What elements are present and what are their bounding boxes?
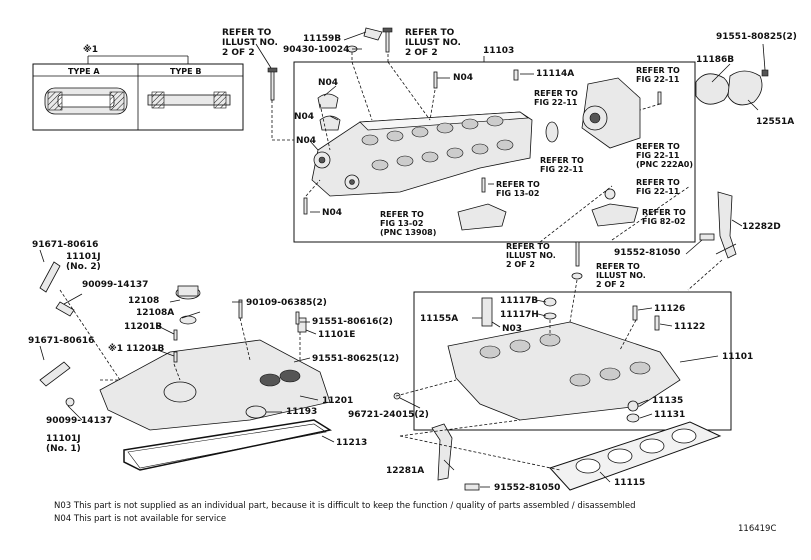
note-n03[interactable]: N03 (502, 324, 523, 334)
refer-fig-22-11-e[interactable]: REFER TO FIG 22-11 (636, 178, 680, 196)
part-11117b[interactable]: 11117B (500, 296, 539, 306)
part-91551-80625[interactable]: 91551-80625(12) (312, 354, 400, 364)
refer-fig-13-02-pnc[interactable]: REFER TO FIG 13-02 (PNC 13908) (380, 210, 437, 237)
part-91551-80825[interactable]: 91551-80825(2) (716, 32, 797, 42)
part-12108[interactable]: 12108 (128, 296, 160, 306)
part-11201[interactable]: 11201 (322, 396, 354, 406)
footnote-n04: N04 This part is not available for servi… (54, 514, 227, 524)
bracket-82-02 (591, 203, 639, 227)
part-11126[interactable]: 11126 (654, 304, 686, 314)
ocv-11101j-no2 (39, 261, 61, 293)
ocv-11101j-no1 (39, 361, 71, 387)
camshaft-bracket (457, 203, 507, 231)
refer-fig-13-02[interactable]: REFER TO FIG 13-02 (496, 180, 540, 198)
type-b-seal (147, 94, 231, 106)
part-11135[interactable]: 11135 (652, 396, 684, 406)
legend-type-b: TYPE B (170, 67, 202, 76)
illustration-number: 116419C (738, 524, 777, 534)
part-11101j-no1[interactable]: 11101J (No. 1) (46, 434, 81, 454)
guide-11155a (481, 297, 493, 327)
part-11101e[interactable]: 11101E (318, 330, 356, 340)
hanger-12281a (431, 423, 453, 481)
part-12282d[interactable]: 12282D (742, 222, 781, 232)
part-11131[interactable]: 11131 (654, 410, 686, 420)
camshaft-housing-sub-assy (311, 111, 533, 197)
refer-illust-label-a[interactable]: REFER TO ILLUST NO. 2 OF 2 (222, 28, 278, 58)
cylinder-head-cover (99, 339, 331, 431)
part-11114a[interactable]: 11114A (536, 69, 575, 79)
note-n04-d[interactable]: N04 (296, 136, 317, 146)
note-n04-c[interactable]: N04 (294, 112, 315, 122)
camshaft-housing-box (293, 61, 696, 243)
legend-marker: ※1 (83, 45, 99, 55)
part-91671-80616-a[interactable]: 91671-80616 (32, 240, 99, 250)
cylinder-head-box (413, 291, 732, 431)
part-91552-81050-a[interactable]: 91552-81050 (614, 248, 681, 258)
part-91551-80616[interactable]: 91551-80616(2) (312, 317, 393, 327)
part-12551a[interactable]: 12551A (756, 117, 795, 127)
vvt-actuator (581, 77, 641, 149)
part-12281a[interactable]: 12281A (386, 466, 425, 476)
footnote-n03: N03 This part is not supplied as an indi… (54, 501, 636, 511)
plug-11131 (626, 413, 640, 423)
cylinder-head-sub-assy (447, 321, 681, 421)
refer-fig-22-11-a[interactable]: REFER TO FIG 22-11 (636, 66, 680, 84)
part-90099-14137-b[interactable]: 90099-14137 (46, 416, 113, 426)
plug-11135 (627, 400, 639, 412)
seal-11193 (245, 405, 267, 419)
refer-fig-22-11-c[interactable]: REFER TO FIG 22-11 (540, 156, 584, 174)
part-11186b[interactable]: 11186B (696, 55, 735, 65)
part-90109-06385[interactable]: 90109-06385(2) (246, 298, 327, 308)
part-11159b[interactable]: 11159B (303, 34, 342, 44)
refer-illust-label-d[interactable]: REFER TO ILLUST NO. 2 OF 2 (596, 262, 646, 289)
refer-fig-22-11-b[interactable]: REFER TO FIG 22-11 (534, 89, 578, 107)
note-n04-b[interactable]: N04 (453, 73, 474, 83)
cover-12551a (727, 70, 763, 106)
legend-type-a: TYPE A (68, 67, 100, 76)
hanger-12282d (717, 191, 737, 259)
part-11193[interactable]: 11193 (286, 407, 318, 417)
part-11201b-a[interactable]: 11201B (124, 322, 163, 332)
gasket-12108a (179, 315, 197, 325)
part-11103[interactable]: 11103 (483, 46, 515, 56)
refer-illust-label-c[interactable]: REFER TO ILLUST NO. 2 OF 2 (506, 242, 556, 269)
part-11201b-b[interactable]: ※1 11201B (108, 344, 165, 354)
sensor-11101e (297, 317, 307, 333)
part-96721-24015[interactable]: 96721-24015(2) (348, 410, 429, 420)
refer-fig-22-11-pnc[interactable]: REFER TO FIG 22-11 (PNC 222A0) (636, 142, 693, 169)
part-11213[interactable]: 11213 (336, 438, 368, 448)
half-ring-n04 (317, 93, 339, 109)
part-11101[interactable]: 11101 (722, 352, 754, 362)
part-11115[interactable]: 11115 (614, 478, 646, 488)
part-11117h[interactable]: 11117H (500, 310, 539, 320)
refer-fig-82-02[interactable]: REFER TO FIG 82-02 (642, 208, 686, 226)
gasket-11186b (695, 73, 730, 105)
part-91671-80616-b[interactable]: 91671-80616 (28, 336, 95, 346)
note-n04-a[interactable]: N04 (318, 78, 339, 88)
note-n04-e[interactable]: N04 (322, 208, 343, 218)
o-ring (545, 121, 559, 143)
plate-11159b (363, 27, 383, 41)
part-90430-10024[interactable]: 90430-10024 (283, 45, 350, 55)
half-ring-n04-b (319, 115, 341, 131)
part-90099-14137-a[interactable]: 90099-14137 (82, 280, 149, 290)
part-12108a[interactable]: 12108A (136, 308, 175, 318)
part-11101j-no2[interactable]: 11101J (No. 2) (66, 252, 101, 272)
part-91552-81050-b[interactable]: 91552-81050 (494, 483, 561, 493)
refer-illust-label-b[interactable]: REFER TO ILLUST NO. 2 OF 2 (405, 28, 461, 58)
part-11122[interactable]: 11122 (674, 322, 706, 332)
part-11155a[interactable]: 11155A (420, 314, 459, 324)
gasket-11213 (123, 419, 332, 471)
gasket-11115 (549, 421, 722, 491)
